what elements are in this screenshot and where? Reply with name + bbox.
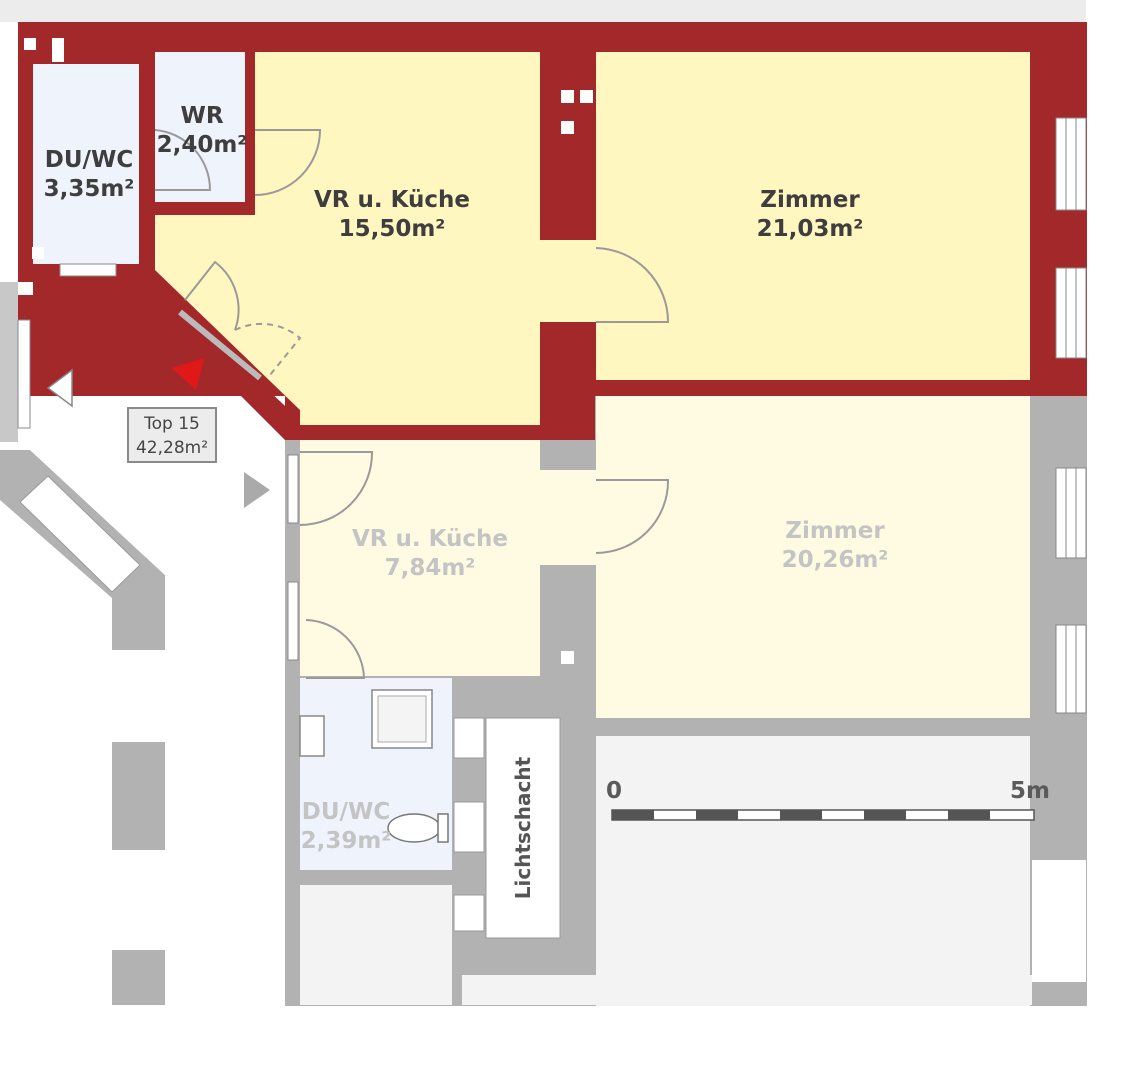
- room-zimmer-fill: [596, 52, 1030, 380]
- neighbor-vr-kueche-fill: [300, 440, 596, 676]
- room-vr-kueche-fill: [155, 52, 596, 425]
- neighbor-zimmer-fill: [596, 396, 1030, 718]
- door-swings: [154, 129, 670, 679]
- shaft-square: [561, 90, 574, 103]
- window-opening-left: [287, 454, 299, 524]
- unit-tag-label: Top 15: [144, 414, 200, 434]
- window-opening-left: [287, 581, 299, 661]
- arrow-right-icon: [244, 472, 270, 508]
- shaft-square: [32, 247, 44, 259]
- corridor-wall-block-1: [112, 650, 165, 742]
- window-opening-top: [59, 263, 117, 277]
- corridor-wall-block-2: [112, 850, 165, 950]
- light-shaft-label: Lichtschacht: [511, 756, 535, 900]
- washbasin: [299, 715, 325, 757]
- top-edge-strip: [0, 0, 1086, 22]
- install-block: [453, 894, 485, 932]
- corridor-window-band: [19, 475, 141, 593]
- install-block: [453, 717, 485, 759]
- window-opening: [1055, 467, 1087, 559]
- neighbor-storage: [300, 885, 452, 1005]
- shaft-square: [561, 651, 574, 664]
- room-wr-fill: [155, 52, 245, 202]
- shaft-square: [52, 50, 64, 62]
- room-du-wc-fill: [33, 64, 139, 264]
- window-opening: [1055, 117, 1087, 211]
- shaft-square: [52, 38, 64, 50]
- window-opening: [1055, 267, 1087, 359]
- courtyard-lower: [462, 975, 1032, 1005]
- unit-tag: Top 15 42,28m²: [127, 407, 217, 463]
- shaft-square: [24, 38, 36, 50]
- install-block: [453, 801, 485, 853]
- arrow-left-icon: [46, 368, 73, 408]
- window-opening: [1055, 624, 1087, 714]
- scale-start-label: 0: [606, 778, 623, 804]
- top15-diagonal-wall: [130, 270, 300, 440]
- window-opening: [1032, 860, 1086, 982]
- shower-tray-inner: [377, 695, 427, 743]
- light-shaft: [485, 717, 561, 939]
- grey-wall-left-column: [0, 282, 18, 442]
- unit-tag-area: 42,28m²: [135, 438, 209, 458]
- shaft-square: [580, 90, 593, 103]
- toilet-tank: [437, 813, 449, 843]
- shaft-square: [561, 121, 574, 134]
- corridor-cut: [18, 282, 33, 295]
- entrance-marker-icon: [172, 358, 204, 390]
- scale-bar: [611, 809, 1035, 821]
- scale-end-label: 5m: [1010, 778, 1050, 804]
- window-opening-left: [17, 319, 31, 429]
- courtyard: [596, 736, 1030, 1006]
- corridor-floor: [30, 282, 285, 1005]
